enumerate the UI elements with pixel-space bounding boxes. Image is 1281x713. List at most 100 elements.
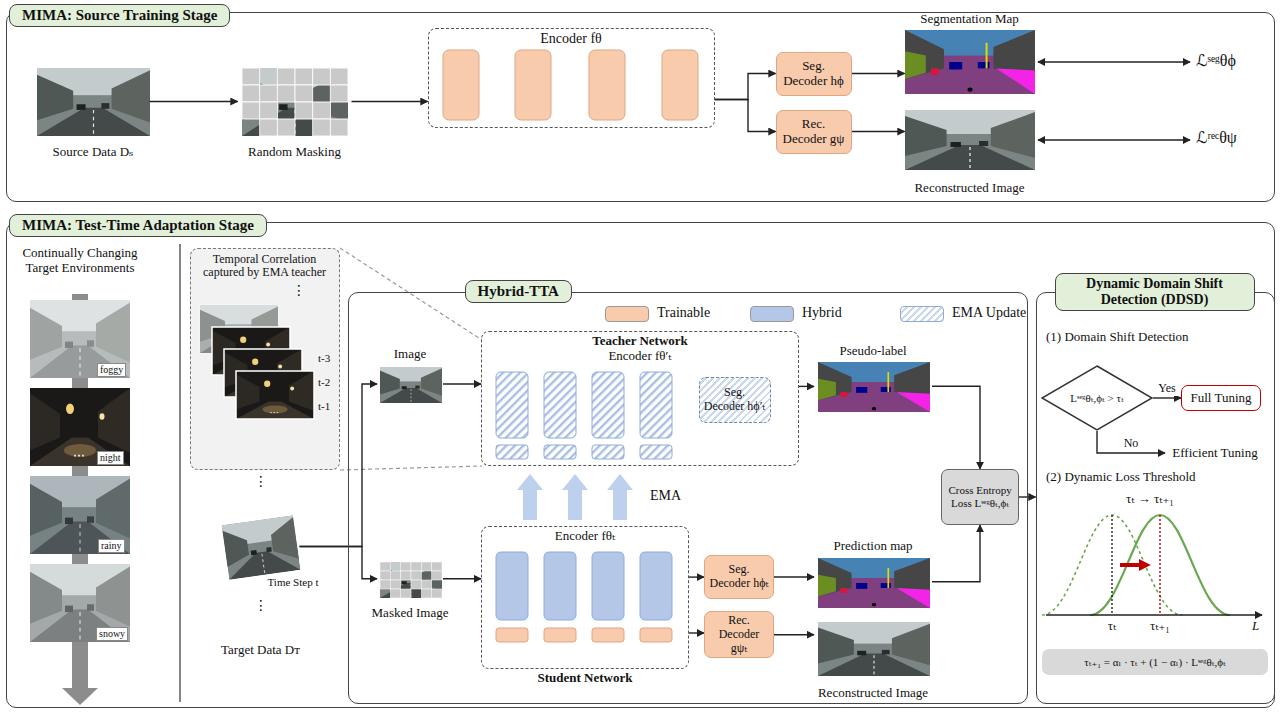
decoder-box: Rec. Decoder gψₜ bbox=[704, 611, 774, 658]
image-caption: Reconstructed Image bbox=[914, 181, 1024, 196]
edge-label: No bbox=[1122, 437, 1141, 451]
illustration-part bbox=[340, 248, 482, 340]
illustration-part bbox=[30, 476, 130, 554]
illustration-part bbox=[30, 300, 130, 378]
connector bbox=[443, 383, 481, 384]
box-label: Seg. Decoder hϕ bbox=[781, 59, 847, 89]
edge-label: Yes bbox=[1156, 382, 1177, 396]
temporal-box: Temporal Correlation captured by EMA tea… bbox=[190, 248, 340, 470]
box-label: Cross Entropy Loss Lˢᵉᵍθₜ,ϕₜ bbox=[946, 484, 1014, 509]
network-title: Teacher Network bbox=[592, 334, 688, 349]
text-label: t-1 bbox=[318, 400, 330, 413]
text-label: ⋮ bbox=[254, 474, 268, 490]
image-node: Time Step tTarget Data Dᴛ bbox=[222, 516, 300, 658]
illustration-part bbox=[905, 30, 1035, 94]
illustration-part bbox=[236, 371, 314, 419]
image-node: Source Data Dₛ bbox=[37, 68, 150, 160]
image-caption: Image bbox=[394, 347, 426, 362]
text-label: τₜ → τₜ₊₁ bbox=[1100, 492, 1200, 507]
time-step-label: Time Step t bbox=[268, 576, 319, 589]
decision-label: Lˢᵉᵍθₜ,ϕₜ > τₜ bbox=[1061, 392, 1133, 405]
illustration-part bbox=[380, 367, 442, 403]
text-label: (2) Dynamic Loss Threshold bbox=[1046, 470, 1196, 485]
panel-title: MIMA: Source Training Stage bbox=[9, 4, 230, 27]
text-label: ⋮ bbox=[292, 283, 306, 299]
illustration-part bbox=[1038, 61, 1190, 62]
connector bbox=[715, 100, 776, 132]
decoder-box: Seg. Decoder hϕ bbox=[776, 52, 852, 96]
illustration-part bbox=[1046, 614, 1262, 615]
text-label: ⋮ bbox=[254, 598, 268, 614]
illustration-part bbox=[1159, 515, 1160, 615]
formula-box: τₜ₊₁ = αₗ · τₜ + (1 − αₗ) · Lˢᵉᵍθₜ,ϕₜ bbox=[1042, 649, 1268, 675]
image-caption: Source Data Dₛ bbox=[53, 145, 134, 160]
illustration-part bbox=[905, 110, 1035, 170]
image-node: Reconstructed Image bbox=[814, 621, 932, 701]
box-label: Seg. Decoder hϕₜ bbox=[709, 563, 769, 591]
illustration-part bbox=[190, 248, 340, 470]
network-title: Student Network bbox=[482, 671, 688, 686]
illustration-part bbox=[1111, 515, 1112, 615]
connector bbox=[300, 384, 378, 547]
image-node: Prediction map bbox=[814, 539, 932, 609]
loss-box: Cross Entropy Loss Lˢᵉᵍθₜ,ϕₜ bbox=[941, 469, 1019, 525]
illustration-part bbox=[589, 50, 625, 120]
module-panel: Hybrid-TTAImageTeacher NetworkEncoder fθ… bbox=[348, 292, 1028, 704]
connector bbox=[715, 74, 776, 100]
connector bbox=[799, 386, 814, 387]
illustration-part bbox=[818, 558, 930, 608]
illustration-part bbox=[818, 362, 930, 412]
illustration-part bbox=[496, 628, 528, 642]
image-caption: Masked Image bbox=[372, 606, 449, 621]
stage-panel: MIMA: Test-Time Adaptation StageTemporal… bbox=[6, 222, 1275, 708]
text-label: ℒʳᵉᶜθψ bbox=[1196, 129, 1237, 147]
stage-panel: MIMA: Source Training StageSource Data D… bbox=[6, 12, 1275, 202]
outcome-label: Efficient Tuning bbox=[1172, 446, 1257, 461]
condition-tag: rainy bbox=[98, 539, 125, 553]
illustration-part bbox=[222, 515, 301, 579]
image-node: Masked Image bbox=[377, 559, 443, 621]
box-label: Full Tuning bbox=[1190, 391, 1251, 406]
illustration-part bbox=[496, 445, 528, 459]
text-label: t-3 bbox=[318, 352, 330, 365]
box-label: Rec. Decoder gψₜ bbox=[709, 614, 769, 655]
encoder-box: Encoder fθ bbox=[428, 28, 715, 128]
connector bbox=[774, 634, 814, 635]
illustration-part bbox=[607, 474, 633, 520]
illustration-part bbox=[1120, 563, 1146, 567]
image-node: Random Masking bbox=[238, 68, 352, 160]
illustration-part bbox=[222, 515, 301, 579]
legend-label: Trainable bbox=[657, 305, 710, 321]
illustration-part bbox=[496, 552, 528, 620]
panel-title: MIMA: Test-Time Adaptation Stage bbox=[9, 214, 267, 237]
box-title: Encoder fθ bbox=[540, 31, 602, 47]
illustration-part bbox=[496, 372, 528, 438]
box-label: Seg. Decoder hϕ′ₜ bbox=[704, 386, 766, 414]
image-caption: Pseudo-label bbox=[839, 344, 906, 359]
image-node: Reconstructed Image bbox=[905, 110, 1035, 196]
connector bbox=[932, 525, 980, 582]
connector bbox=[300, 547, 378, 579]
illustration-part bbox=[30, 388, 130, 466]
illustration-part bbox=[1042, 515, 1182, 615]
connector bbox=[150, 101, 238, 102]
illustration-part bbox=[443, 50, 698, 120]
text-label: EMA bbox=[650, 488, 681, 504]
condition-tag: foggy bbox=[97, 363, 126, 377]
connector bbox=[1097, 431, 1165, 453]
condition-tag: night bbox=[97, 451, 124, 465]
illustration-part bbox=[380, 562, 442, 598]
image-caption: Segmentation Map bbox=[920, 12, 1019, 27]
text-label: τₜ₊₁ bbox=[1142, 619, 1178, 634]
illustration-part bbox=[640, 552, 672, 620]
illustration-part bbox=[592, 628, 624, 642]
text-label: ℒˢᵉᵍθϕ bbox=[1196, 52, 1236, 70]
connector bbox=[852, 131, 905, 132]
illustration-part bbox=[592, 445, 624, 459]
illustration-part bbox=[1090, 515, 1230, 615]
illustration-part bbox=[562, 474, 588, 520]
image-node: Segmentation Map bbox=[905, 12, 1035, 98]
text-label: τₜ bbox=[1098, 619, 1126, 634]
panel-title: Hybrid-TTA bbox=[465, 280, 572, 303]
